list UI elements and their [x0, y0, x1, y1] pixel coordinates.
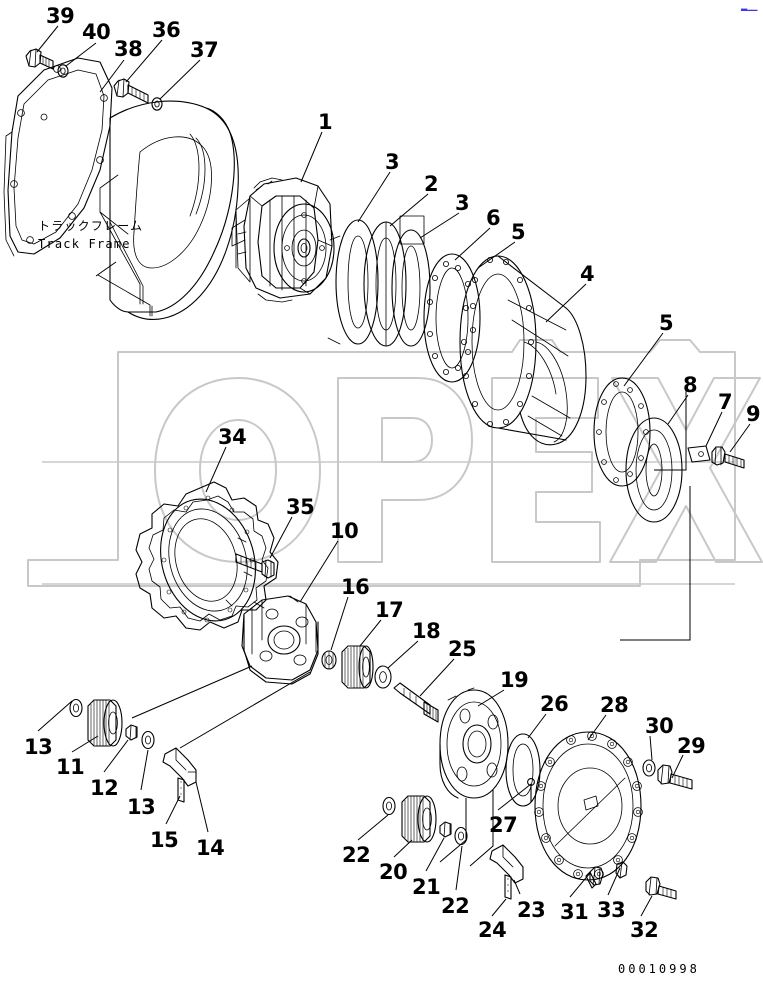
track-frame-label-jp: トラックフレーム [38, 219, 144, 233]
nut-21 [439, 821, 452, 838]
callout-number-11: 11 [56, 755, 85, 779]
cover-plate-group [3, 57, 113, 257]
callout-number-38: 38 [114, 37, 143, 61]
callout-number-31: 31 [560, 900, 589, 924]
callout-number-23: 23 [517, 898, 546, 922]
washer-22b [454, 826, 468, 846]
seal-ring-2 [363, 221, 407, 347]
seal-ring-3b [391, 229, 431, 347]
callout-number-7: 7 [718, 390, 733, 414]
callout-number-12: 12 [90, 776, 119, 800]
callout-number-39: 39 [46, 4, 75, 28]
callout-number-28: 28 [600, 693, 629, 717]
track-frame-shell [97, 100, 239, 320]
callout-number-40: 40 [82, 20, 111, 44]
pin-27 [527, 778, 535, 803]
washer-30 [642, 759, 656, 777]
callout-number-34: 34 [218, 425, 247, 449]
washer-13b [141, 730, 155, 750]
callout-number-14: 14 [196, 836, 225, 860]
washer-40 [57, 64, 69, 78]
o-ring-26 [505, 733, 541, 807]
drive-housing-4 [459, 255, 587, 446]
leader-lines [36, 25, 751, 917]
bolt-32 [645, 876, 677, 900]
drawing-part-number: 00010998 [618, 962, 700, 976]
shaft-25 [393, 682, 439, 723]
callout-number-5b: 5 [659, 311, 674, 335]
callout-number-29: 29 [677, 734, 706, 758]
callout-number-22b: 22 [441, 894, 470, 918]
callout-number-22a: 22 [342, 843, 371, 867]
housing-block-10 [241, 595, 319, 685]
callout-number-17: 17 [375, 598, 404, 622]
callout-number-37: 37 [190, 38, 219, 62]
callout-number-21: 21 [412, 875, 441, 899]
callout-number-25: 25 [448, 637, 477, 661]
callout-number-35: 35 [286, 495, 315, 519]
callout-number-6: 6 [486, 206, 501, 230]
bolt-36 [113, 78, 149, 104]
callout-number-20: 20 [379, 860, 408, 884]
bolt-33 [615, 861, 628, 879]
seal-ring-3a [335, 219, 379, 345]
callout-number-4: 4 [580, 262, 595, 286]
travel-motor-assembly [231, 177, 335, 303]
bearing-ring-5b [593, 377, 651, 487]
lever-14 [162, 747, 197, 803]
lever-23 [489, 844, 524, 900]
watermark-opex [27, 339, 763, 587]
callout-number-3b: 3 [455, 191, 470, 215]
callout-number-27: 27 [489, 813, 518, 837]
bolt-39 [25, 48, 54, 70]
callout-number-8: 8 [683, 373, 698, 397]
callout-number-36: 36 [152, 18, 181, 42]
gear-20 [401, 795, 437, 843]
washer-37 [151, 97, 163, 111]
callout-number-24: 24 [478, 918, 507, 942]
corner-artifact-mark: ▂▁▁ [741, 2, 758, 11]
bolt-9 [711, 446, 745, 469]
bearing-ring-6 [423, 253, 481, 383]
callout-number-13b: 13 [127, 795, 156, 819]
callout-number-32: 32 [630, 918, 659, 942]
callout-number-10: 10 [330, 519, 359, 543]
callout-number-26: 26 [540, 692, 569, 716]
washer-13a [69, 698, 83, 718]
washer-16 [321, 650, 337, 670]
bolt-35 [235, 553, 275, 579]
callout-number-9: 9 [746, 402, 761, 426]
callout-number-18: 18 [412, 619, 441, 643]
callout-number-13a: 13 [24, 735, 53, 759]
callout-number-5a: 5 [511, 220, 526, 244]
bolt-29 [657, 764, 693, 790]
callout-number-30: 30 [645, 714, 674, 738]
leader-box-2 [399, 215, 425, 245]
gear-17 [341, 645, 374, 689]
callout-number-1: 1 [318, 110, 333, 134]
callout-number-15: 15 [150, 828, 179, 852]
hub-19 [439, 687, 509, 799]
nut-12 [125, 724, 138, 741]
bolt-31 [585, 866, 604, 889]
callout-number-16: 16 [341, 575, 370, 599]
track-frame-label-en: Track Frame [38, 237, 131, 251]
callout-number-3a: 3 [385, 150, 400, 174]
flange-28 [534, 731, 643, 881]
gear-11 [87, 699, 123, 747]
callout-number-33: 33 [597, 898, 626, 922]
sprocket-34 [135, 481, 279, 631]
callout-number-2: 2 [424, 172, 439, 196]
callout-number-19: 19 [500, 668, 529, 692]
washer-18 [374, 665, 392, 689]
bracket-7 [687, 445, 711, 463]
washer-22a [382, 796, 396, 816]
